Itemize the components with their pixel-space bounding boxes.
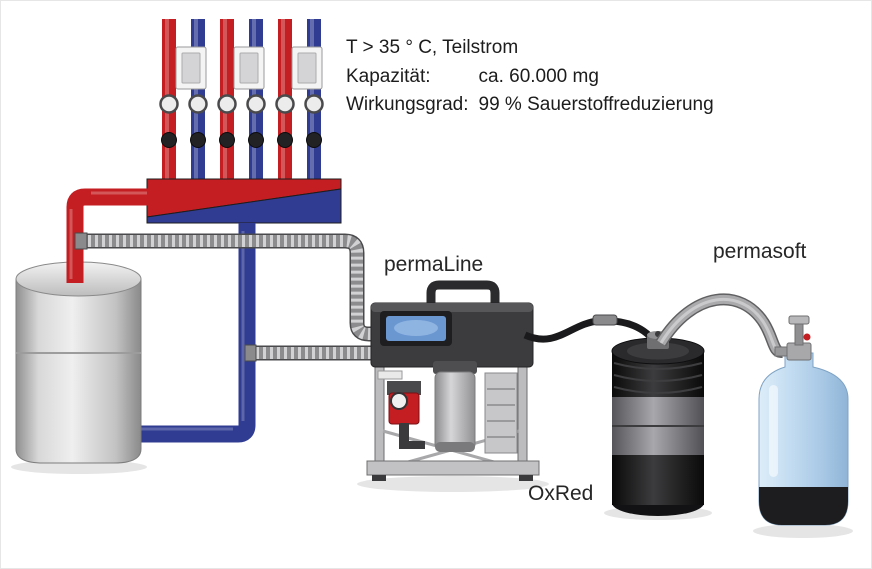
ball-valves (161, 132, 322, 148)
oxred-keg (611, 331, 705, 516)
actuator (175, 46, 207, 90)
bottle-valve (774, 315, 812, 361)
braided-hose-top (74, 232, 381, 342)
capacity-label: Kapazität: (346, 65, 431, 87)
permasoft-bottle (758, 352, 849, 526)
spec-text-block: T > 35 ° C, Teilstrom Kapazität: ca. 60.… (346, 34, 714, 120)
filter-cylinder (433, 361, 477, 452)
permaline-handle (426, 280, 500, 303)
pressure-gauges (159, 94, 324, 114)
manifold-header (146, 178, 342, 224)
condition-text: T > 35 ° C, Teilstrom (346, 37, 519, 58)
manifold-pipes (162, 19, 321, 183)
permaline-control-head (370, 302, 534, 380)
connection-hose-black (523, 314, 662, 349)
capacity-value: ca. 60.000 mg (478, 65, 599, 87)
actuator (291, 46, 323, 90)
actuator (233, 46, 265, 90)
dosing-pump (387, 381, 425, 449)
permaline-device (366, 280, 540, 481)
efficiency-label: Wirkungsgrad: (346, 94, 469, 115)
efficiency-value: 99 % Sauerstoffreduzierung (478, 94, 714, 115)
bottle-base (759, 487, 848, 525)
buffer-tank (15, 261, 142, 464)
internal-panel (484, 372, 518, 454)
valve-actuators (175, 46, 323, 90)
label-permaline: permaLine (384, 253, 484, 276)
label-permasoft: permasoft (713, 240, 807, 263)
braided-hose-bottom (244, 344, 386, 362)
ground-shadows (11, 460, 853, 538)
label-oxred: OxRed (528, 482, 594, 505)
supply-pipe (66, 188, 149, 283)
